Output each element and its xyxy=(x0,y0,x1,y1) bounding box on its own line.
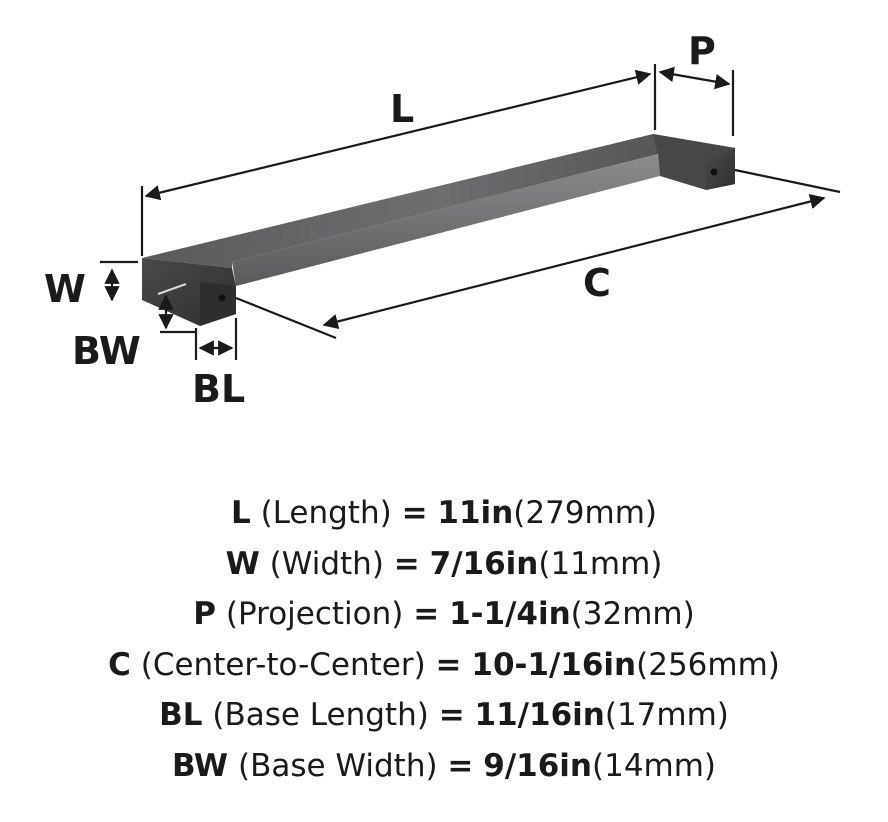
spec-row-width: W (Width) = 7/16in(11mm) xyxy=(226,539,663,590)
spec-equals: = xyxy=(413,596,440,632)
spec-metric: (14mm) xyxy=(592,747,717,784)
spec-row-base-length: BL (Base Length) = 11/16in(17mm) xyxy=(159,690,729,741)
pull-handle xyxy=(142,134,735,326)
spec-symbol: BL xyxy=(159,697,203,733)
spec-row-center-to-center: C (Center-to-Center) = 10-1/16in(256mm) xyxy=(108,640,780,691)
handle-left-post-face xyxy=(200,282,236,326)
spec-imperial: 9/16in xyxy=(483,747,592,784)
spec-name: (Width) xyxy=(269,545,384,582)
spec-row-projection: P (Projection) = 1-1/4in(32mm) xyxy=(193,589,694,640)
dimension-specs-list: L (Length) = 11in(279mm) W (Width) = 7/1… xyxy=(0,488,888,791)
spec-symbol: W xyxy=(225,545,260,582)
spec-symbol: L xyxy=(230,495,251,531)
spec-name: (Center-to-Center) xyxy=(140,646,426,683)
spec-equals: = xyxy=(393,545,420,582)
handle-bar-top xyxy=(142,134,735,268)
spec-metric: (256mm) xyxy=(636,646,780,683)
spec-imperial: 7/16in xyxy=(429,545,539,582)
label-BL: BL xyxy=(192,367,245,411)
spec-imperial: 11/16in xyxy=(474,697,605,733)
spec-metric: (279mm) xyxy=(513,495,658,531)
spec-symbol: BW xyxy=(171,747,229,784)
dimension-lines xyxy=(100,64,841,360)
pull-handle-diagram: L P C W BW BL xyxy=(44,29,841,411)
spec-symbol: C xyxy=(108,646,131,683)
handle-right-post-face xyxy=(706,150,735,190)
length-dimension-line xyxy=(144,69,652,201)
spec-equals: = xyxy=(438,697,465,733)
spec-imperial: 11in xyxy=(437,495,514,531)
spec-metric: (11mm) xyxy=(538,545,663,582)
projection-dimension-line xyxy=(658,66,731,90)
spec-equals: = xyxy=(447,747,474,784)
label-C: C xyxy=(583,261,611,305)
label-BW: BW xyxy=(72,329,141,373)
label-L: L xyxy=(390,87,414,131)
center-to-center-dimension-line xyxy=(322,193,826,330)
label-W: W xyxy=(44,267,86,311)
spec-imperial: 1-1/4in xyxy=(449,596,571,632)
spec-imperial: 10-1/16in xyxy=(471,646,637,683)
spec-name: (Projection) xyxy=(225,596,404,632)
spec-name: (Length) xyxy=(260,495,392,531)
spec-metric: (32mm) xyxy=(570,596,695,632)
right-screw-hole xyxy=(710,168,718,176)
label-P: P xyxy=(688,29,716,73)
spec-row-length: L (Length) = 11in(279mm) xyxy=(231,488,657,539)
spec-equals: = xyxy=(435,646,462,683)
spec-name: (Base Width) xyxy=(237,747,438,784)
spec-row-base-width: BW (Base Width) = 9/16in(14mm) xyxy=(172,741,716,792)
spec-symbol: P xyxy=(193,596,217,632)
spec-equals: = xyxy=(401,495,428,531)
spec-name: (Base Length) xyxy=(212,697,429,733)
spec-metric: (17mm) xyxy=(604,697,729,733)
left-screw-hole xyxy=(218,294,226,302)
